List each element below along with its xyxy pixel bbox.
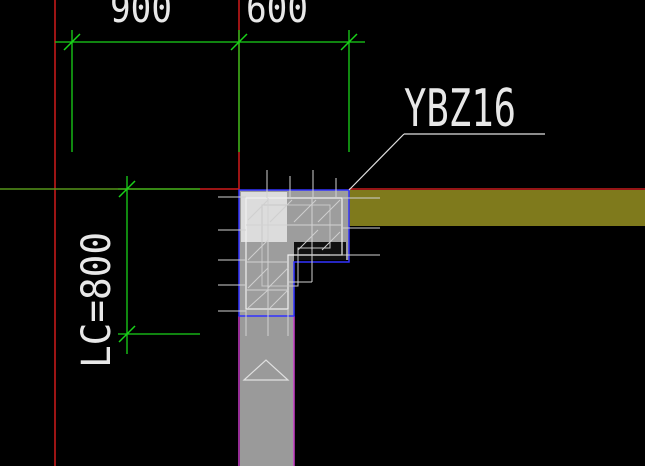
stirrup-inner-2 xyxy=(261,204,331,287)
stirrup-diag-5 xyxy=(247,239,269,261)
stirrup-diag-1 xyxy=(247,199,269,221)
dim-vert-tick-bottom xyxy=(118,325,136,343)
dimension-top[interactable]: 900 600 xyxy=(55,0,365,152)
dim-vertical-label: LC=800 xyxy=(74,232,120,368)
column-ybz16[interactable] xyxy=(218,170,380,336)
stirrup-diag-2 xyxy=(269,199,293,223)
stirrup-diag-10 xyxy=(321,231,341,251)
stirrup-diag-9 xyxy=(269,289,289,309)
dim-top-right-label: 600 xyxy=(246,0,308,32)
dimension-vertical[interactable]: LC=800 xyxy=(74,176,200,368)
stirrup-diag-4 xyxy=(317,199,341,223)
stirrup-diag-3 xyxy=(293,199,317,223)
stirrup-diag-11 xyxy=(297,229,319,251)
leader-diagonal xyxy=(348,133,405,191)
beam-olive[interactable] xyxy=(349,190,645,226)
wall-gray[interactable] xyxy=(240,316,294,466)
dim-top-tick-left xyxy=(63,33,81,51)
stirrup-diag-6 xyxy=(247,267,269,289)
stirrup-diag-7 xyxy=(267,267,289,289)
column-highlight xyxy=(241,192,287,242)
wall-arrow-icon xyxy=(242,359,290,381)
dim-vert-tick-top xyxy=(118,180,136,198)
column-dark-strip xyxy=(294,242,346,260)
stirrup-diag-8 xyxy=(247,289,269,309)
column-leader[interactable]: YBZ16 xyxy=(348,79,545,191)
dim-top-tick-right xyxy=(340,33,358,51)
column-label: YBZ16 xyxy=(404,79,516,139)
dim-top-tick-mid xyxy=(230,33,248,51)
dim-top-left-label: 900 xyxy=(110,0,172,32)
